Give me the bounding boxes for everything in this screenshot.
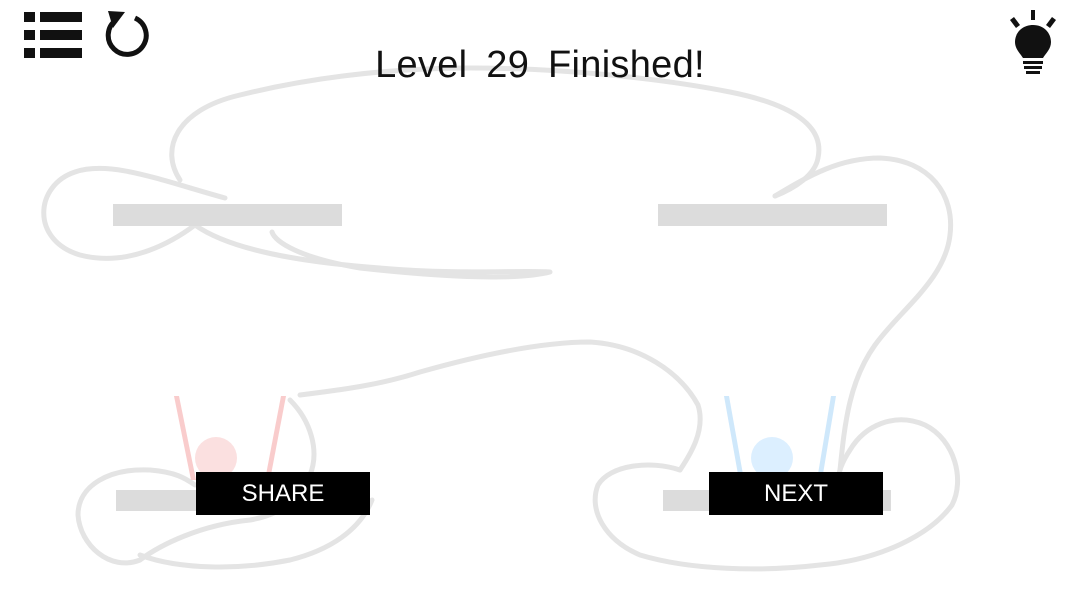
drawn-line-left-pod-base xyxy=(137,497,375,570)
drawn-line-right-pod xyxy=(592,417,961,572)
platform-top-left xyxy=(113,204,342,226)
drawn-line-top-loop xyxy=(169,65,822,199)
red-ball xyxy=(195,437,237,479)
level-finished-title: Level 29 Finished! xyxy=(375,44,705,86)
platform-bottom-left xyxy=(116,490,212,511)
lightbulb-icon[interactable] xyxy=(1005,8,1061,78)
platform-top-right xyxy=(658,204,887,226)
share-button[interactable]: SHARE xyxy=(196,472,370,515)
blue-ball xyxy=(751,437,793,479)
next-button[interactable]: NEXT xyxy=(709,472,883,515)
drawn-line-middle xyxy=(297,339,703,473)
drawn-line-right-loop xyxy=(772,155,954,473)
list-menu-icon[interactable] xyxy=(22,10,84,60)
restart-icon[interactable] xyxy=(105,8,155,60)
blue-cup xyxy=(724,396,836,480)
drawn-line xyxy=(41,165,553,280)
red-cup xyxy=(174,396,286,480)
